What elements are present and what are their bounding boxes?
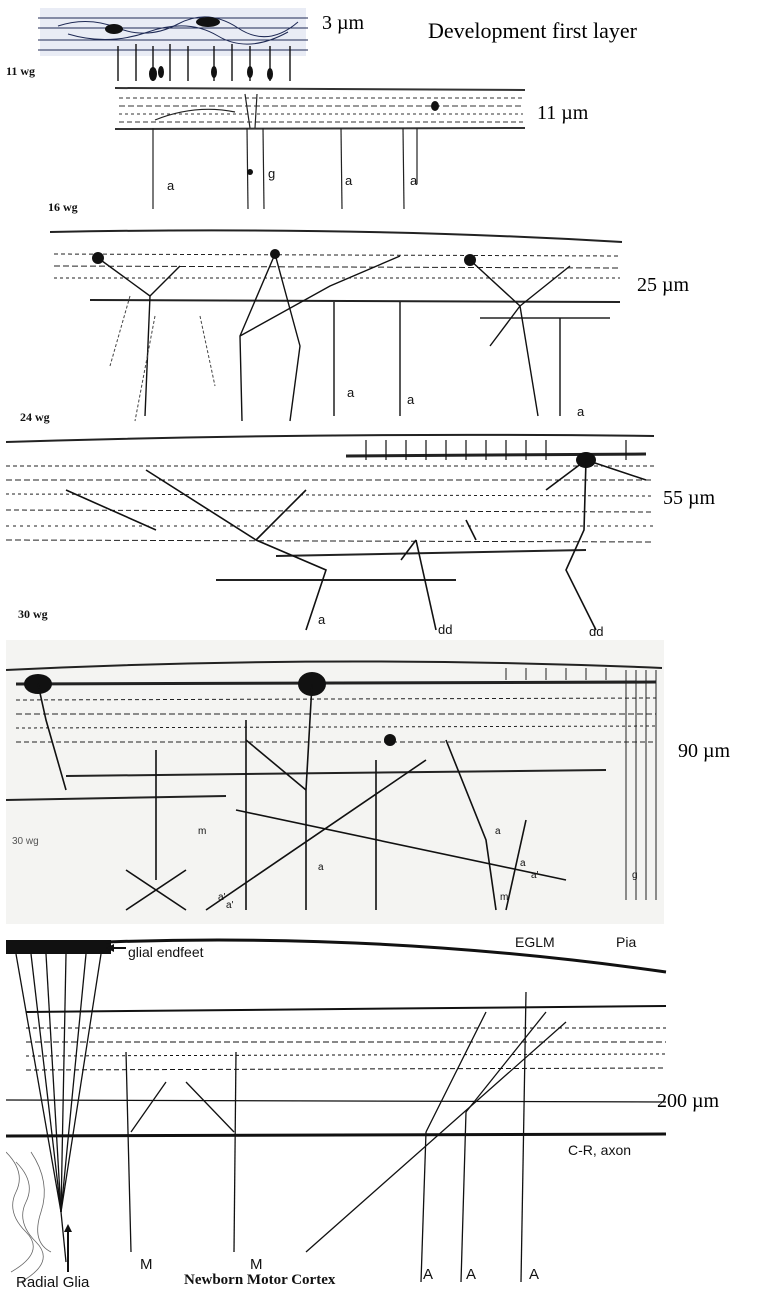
panel-30wg-90-marker-m1: m bbox=[198, 826, 207, 837]
panel-16wg-scale: 11 µm bbox=[537, 102, 589, 124]
panel-16wg bbox=[115, 84, 525, 214]
panel-16wg-marker-a3: a bbox=[410, 173, 418, 188]
panel-newborn-scale: 200 µm bbox=[657, 1090, 720, 1112]
panel-newborn-marker-a1: A bbox=[423, 1266, 434, 1283]
panel-24wg-scale: 25 µm bbox=[637, 274, 690, 296]
panel-30wg-55-age: 30 wg bbox=[18, 607, 48, 621]
panel-24wg-age: 24 wg bbox=[20, 410, 50, 424]
panel-16wg-age: 16 wg bbox=[48, 200, 78, 214]
panel-16wg-marker-a2: a bbox=[345, 173, 353, 188]
cr-axon-label: C-R, axon bbox=[568, 1142, 632, 1158]
panel-newborn-marker-a2: A bbox=[466, 1266, 477, 1283]
panel-30wg-90 bbox=[6, 640, 664, 924]
panel-30wg-55-marker-dd2: dd bbox=[589, 624, 604, 639]
panel-newborn-drawing bbox=[6, 938, 667, 1283]
panel-16wg-marker-g: g bbox=[268, 166, 276, 181]
panel-newborn-marker-m2: M bbox=[250, 1256, 263, 1273]
panel-24wg-marker-a2: a bbox=[407, 392, 415, 407]
panel-30wg-90-drawing bbox=[6, 660, 663, 911]
panel-30wg-55-drawing bbox=[6, 433, 655, 631]
panel-30wg-90-marker-a-prime1: a' bbox=[531, 870, 539, 881]
panel-11wg bbox=[38, 6, 308, 86]
radial-glia-label: Radial Glia bbox=[16, 1274, 90, 1291]
panel-30wg-90-marker-g: g bbox=[632, 870, 638, 881]
panel-24wg-drawing bbox=[50, 229, 623, 422]
panel-30wg-55-marker-a: a bbox=[318, 612, 326, 627]
panel-30wg-90-marker-a-prime3: a' bbox=[226, 900, 234, 911]
pia-label: Pia bbox=[616, 934, 637, 950]
panel-newborn bbox=[6, 932, 670, 1292]
figure-title: Development first layer bbox=[428, 18, 637, 43]
panel-30wg-90-marker-a1: a bbox=[318, 862, 324, 873]
panel-16wg-marker-a1: a bbox=[167, 178, 175, 193]
glial-endfeet-label: glial endfeet bbox=[128, 944, 204, 960]
panel-30wg-90-marker-m2: m bbox=[500, 892, 509, 903]
panel-30wg-90-marker-a-prime2: a' bbox=[218, 892, 226, 903]
panel-11wg-drawing bbox=[38, 8, 308, 81]
panel-30wg-90-marker-a2: a bbox=[495, 826, 501, 837]
panel-30wg-90-age: 30 wg bbox=[12, 836, 39, 847]
panel-11wg-age: 11 wg bbox=[6, 64, 36, 78]
panel-24wg-marker-a1: a bbox=[347, 385, 355, 400]
panel-24wg-marker-a3: a bbox=[577, 404, 585, 419]
panel-24wg bbox=[50, 226, 625, 426]
eglm-label: EGLM bbox=[515, 934, 555, 950]
panel-11wg-scale: 3 µm bbox=[322, 12, 365, 34]
panel-30wg-90-marker-a3: a bbox=[520, 858, 526, 869]
panel-30wg-55-scale: 55 µm bbox=[663, 487, 716, 509]
bottom-caption: Newborn Motor Cortex bbox=[184, 1272, 336, 1288]
panel-newborn-marker-m1: M bbox=[140, 1256, 153, 1273]
panel-16wg-drawing bbox=[115, 87, 525, 210]
panel-30wg-90-scale: 90 µm bbox=[678, 740, 731, 762]
panel-30wg-55 bbox=[6, 430, 656, 638]
panel-30wg-55-marker-dd1: dd bbox=[438, 622, 453, 637]
panel-newborn-marker-a3: A bbox=[529, 1266, 540, 1283]
